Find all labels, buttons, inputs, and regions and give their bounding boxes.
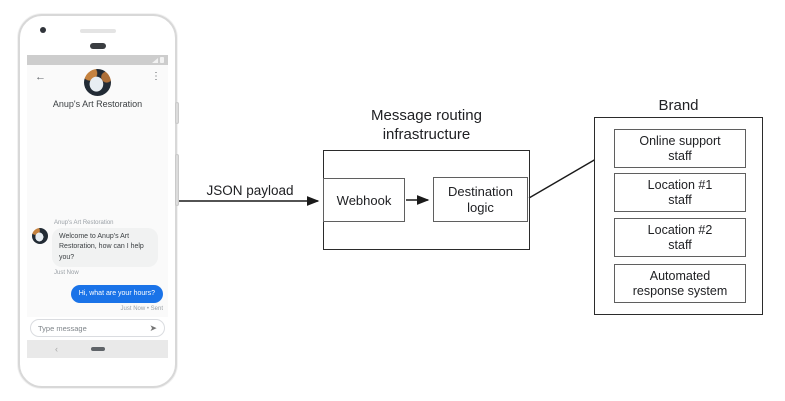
status-bar [27,55,168,65]
outgoing-message-bubble: Hi, what are your hours? [70,285,163,303]
signal-icon [152,58,158,63]
brand-container-box: Online support staff Location #1 staff L… [594,117,763,315]
front-camera [40,27,46,33]
incoming-message-bubble: Welcome to Anup's Art Restoration, how c… [52,227,158,268]
nav-home-button[interactable] [90,347,105,351]
message-avatar [32,227,48,244]
earpiece [89,43,106,49]
sender-label: Anup's Art Restoration [54,219,114,226]
webhook-box: Webhook [323,178,405,222]
android-nav-bar: ‹ [27,340,168,358]
message-input-placeholder: Type message [38,323,87,333]
speaker-grille [79,29,116,33]
incoming-timestamp: Just Now [54,270,79,277]
json-payload-label: JSON payload [206,183,294,198]
brand-item-location-1: Location #1 staff [614,173,746,212]
phone-screen: ← ⋮ Anup's Art Restoration Anup's Art Re… [27,55,168,358]
message-composer: Type message ➤ [27,317,168,340]
power-button [175,102,179,124]
brand-title: Brand [658,97,699,114]
incoming-message-row: Welcome to Anup's Art Restoration, how c… [32,227,163,268]
business-avatar [84,69,111,96]
back-arrow-icon[interactable]: ← [35,71,46,83]
overflow-menu-icon[interactable]: ⋮ [151,71,161,82]
phone-mockup: ← ⋮ Anup's Art Restoration Anup's Art Re… [18,14,179,388]
status-icons [152,57,164,63]
destination-logic-box: Destination logic [433,177,528,222]
volume-button [175,154,179,206]
conversation-area: Anup's Art Restoration Welcome to Anup's… [27,113,168,317]
brand-item-automated-response: Automated response system [614,264,746,303]
outgoing-status: Just Now • Sent [120,306,163,312]
message-input[interactable]: Type message ➤ [30,319,165,337]
routing-title: Message routing infrastructure [371,107,482,144]
chat-header: ← ⋮ Anup's Art Restoration [27,65,168,113]
brand-item-online-support: Online support staff [614,129,746,168]
battery-icon [160,57,164,63]
send-icon[interactable]: ➤ [149,322,157,333]
chat-title: Anup's Art Restoration [52,99,143,109]
nav-back-icon[interactable]: ‹ [55,343,58,354]
brand-item-location-2: Location #2 staff [614,218,746,257]
